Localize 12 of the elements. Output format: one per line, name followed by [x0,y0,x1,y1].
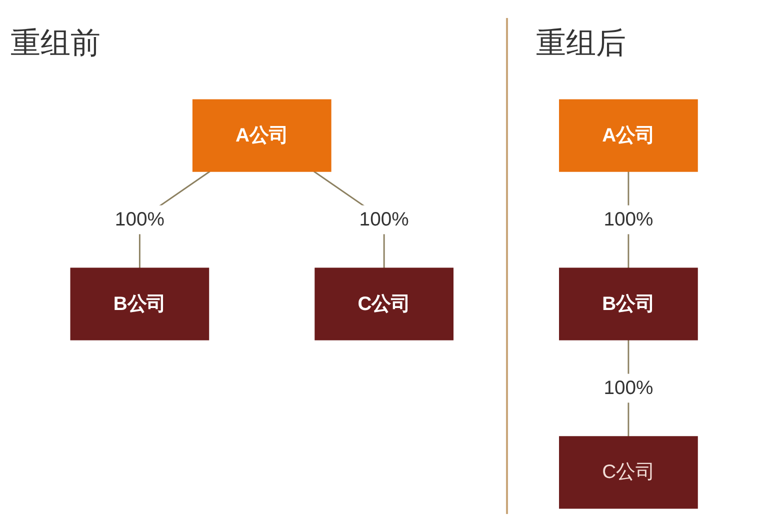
edge-label: 100% [604,378,654,399]
node-box: A公司 [192,99,332,172]
panel-heading: 重组后 [536,26,626,62]
edge-label: 100% [359,209,409,230]
edge-label: 100% [604,209,654,230]
node-box: B公司 [70,268,210,340]
node-box: A公司 [558,99,698,172]
panel-heading: 重组前 [10,26,101,62]
node-box: B公司 [558,268,698,340]
node-box: C公司 [558,436,698,509]
edge-label: 100% [114,209,164,230]
node-box: C公司 [314,268,454,340]
